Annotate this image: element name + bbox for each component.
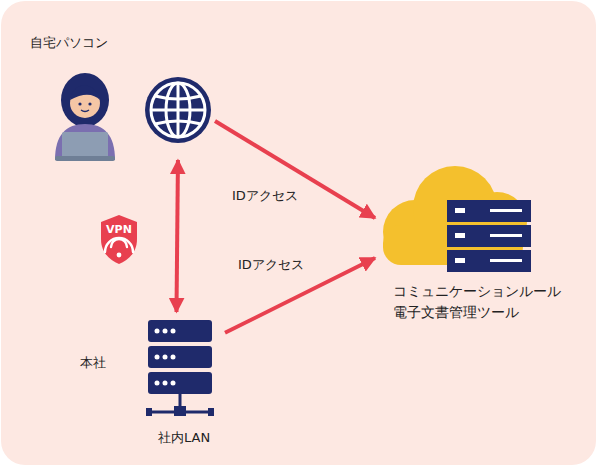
text-holder: 社内LAN	[158, 430, 210, 447]
edge-label: IDアクセス	[232, 188, 298, 205]
vpn-badge: VPN	[99, 213, 139, 265]
node-label: 社内LAN	[158, 430, 210, 447]
label-holder: IDアクセス	[232, 188, 298, 205]
access-arrow	[225, 258, 375, 333]
node-label: 本社	[80, 355, 106, 372]
label-holder: IDアクセス	[238, 257, 304, 274]
icon-group: コミュニケーションルール 電子文書管理ツール	[375, 170, 595, 330]
icon-group: 自宅パソコン	[20, 30, 215, 160]
globe-icon	[145, 77, 211, 143]
node-label: 自宅パソコン	[30, 35, 108, 52]
person-icon	[55, 73, 115, 161]
cloud-server-icon	[447, 200, 531, 272]
icon-group: 本社社内LAN	[70, 312, 225, 451]
edge-label: IDアクセス	[238, 257, 304, 274]
text-holder: 自宅パソコン	[30, 35, 108, 52]
edge-label: VPN	[99, 213, 139, 236]
node-label: コミュニケーションルール 電子文書管理ツール	[393, 281, 593, 323]
shield-icon	[99, 213, 139, 265]
text-holder: 本社	[80, 355, 106, 372]
access-arrow	[176, 160, 177, 312]
server-icon	[146, 320, 214, 416]
text-holder: コミュニケーションルール 電子文書管理ツール	[393, 281, 593, 323]
access-arrow	[215, 121, 375, 218]
